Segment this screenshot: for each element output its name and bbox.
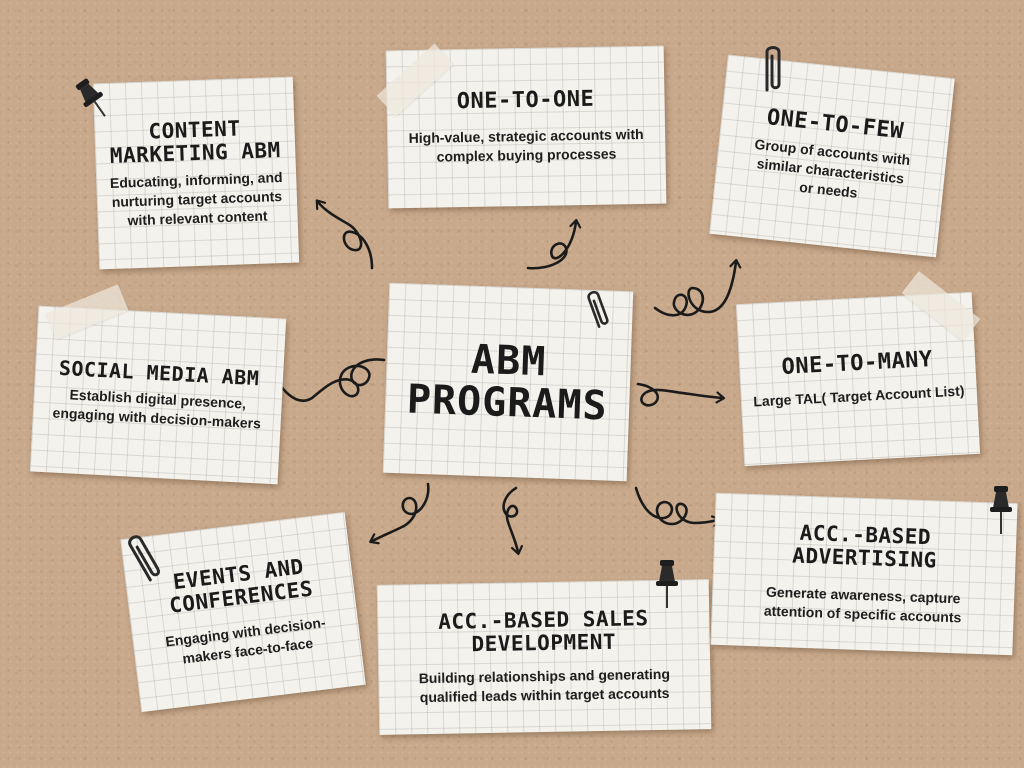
card-description: Educating, informing, and nurturing targ…: [109, 168, 283, 228]
paper-clip-icon: [765, 46, 781, 92]
card-description: Engaging with decision-makers face-to-fa…: [164, 614, 327, 667]
card-description: High-value, strategic accounts with comp…: [408, 126, 644, 165]
arrow-to-content-marketing: [318, 202, 374, 270]
card-description: Group of accounts with similar character…: [753, 135, 912, 201]
card-description: Large TAL( Target Account List): [752, 382, 965, 410]
card-events-and-conferences: EVENTS AND CONFERENCES Engaging with dec…: [120, 511, 366, 713]
card-title: ACC.-BASED ADVERTISING: [791, 520, 938, 573]
arrow-to-social-media: [266, 358, 386, 403]
paper-clip-icon: [128, 535, 160, 582]
arrow-to-one-to-few: [653, 262, 736, 317]
arrow-to-events: [372, 482, 430, 541]
push-pin-icon: [656, 560, 678, 608]
card-title: SOCIAL MEDIA ABM: [58, 355, 260, 391]
card-description: Building relationships and generating qu…: [418, 666, 671, 706]
arrow-to-acc-sales: [502, 486, 518, 552]
card-title: ONE-TO-ONE: [456, 86, 595, 115]
card-title: EVENTS AND CONFERENCES: [167, 554, 315, 618]
push-pin-icon: [990, 486, 1012, 534]
arrow-to-acc-advertising: [634, 486, 718, 524]
card-description: Establish digital presence, engaging wit…: [52, 386, 262, 432]
card-title: ACC.-BASED SALES DEVELOPMENT: [438, 606, 649, 657]
center-title: ABM PROGRAMS: [406, 336, 609, 430]
card-title: CONTENT MARKETING ABM: [109, 115, 282, 168]
card-content-marketing-abm: CONTENT MARKETING ABM Educating, informi…: [92, 76, 300, 270]
card-one-to-few: ONE-TO-FEW Group of accounts with simila…: [709, 54, 955, 258]
card-acc-based-advertising: ACC.-BASED ADVERTISING Generate awarenes…: [710, 492, 1018, 656]
card-description: Generate awareness, capture attention of…: [763, 583, 962, 626]
paper-clip-icon: [587, 290, 609, 328]
arrow-to-one-to-many: [636, 382, 722, 407]
push-pin-icon: [75, 78, 106, 117]
card-title: ONE-TO-MANY: [781, 347, 934, 381]
arrow-to-one-to-one: [526, 222, 576, 270]
